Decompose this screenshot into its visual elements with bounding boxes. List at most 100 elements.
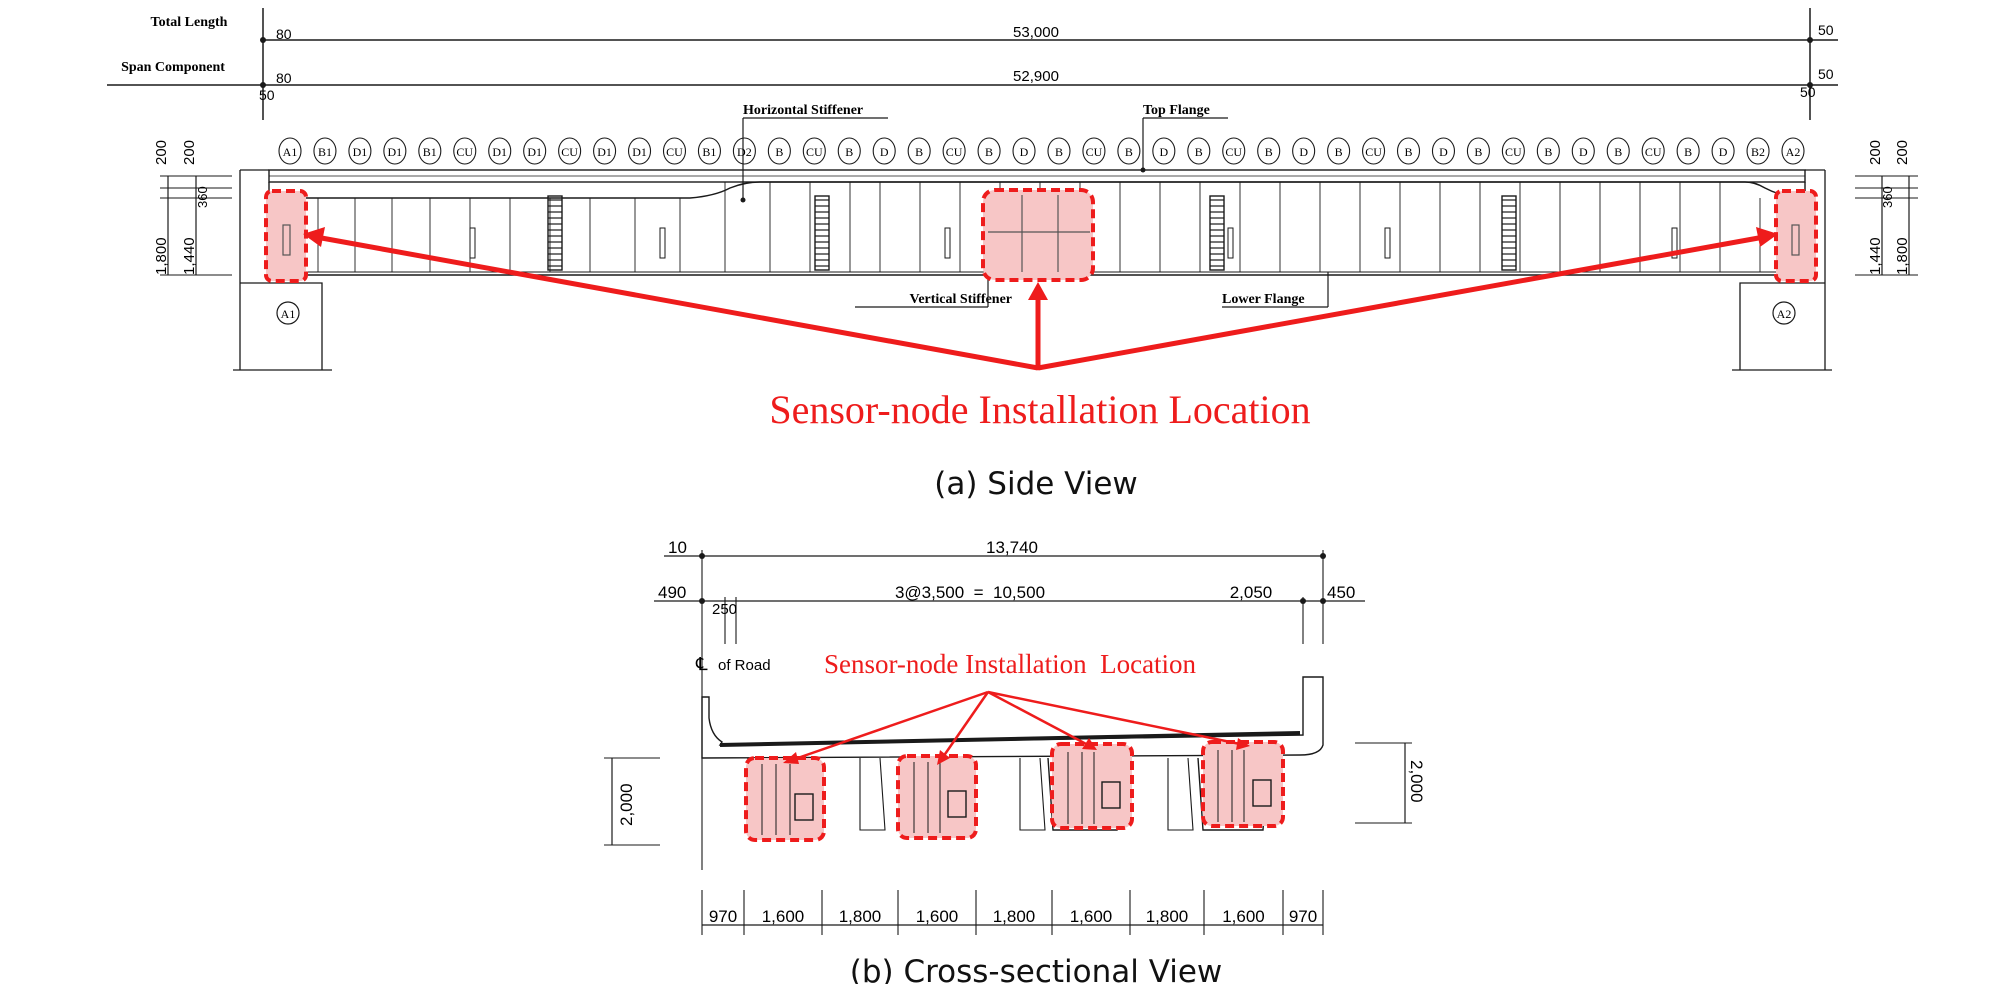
segment-marker <box>872 137 896 165</box>
segment-marker <box>1292 137 1316 165</box>
horizontal-stiffener-label: Horizontal Stiffener <box>743 103 863 118</box>
segment-marker <box>907 137 931 165</box>
left-dim-1800: 1,800 <box>153 237 170 275</box>
total-left-dim: 80 <box>276 26 292 42</box>
segment-label: CU <box>806 145 823 159</box>
vertical-stiffener-label: Vertical Stiffener <box>910 292 1013 307</box>
total-length-label: Total Length <box>151 15 228 30</box>
splice-plate <box>1209 195 1225 271</box>
segment-label: B2 <box>1751 145 1765 159</box>
splice-plates <box>469 195 1678 271</box>
bottom-dim-value: 970 <box>1289 907 1317 926</box>
segment-label: D2 <box>737 145 752 159</box>
segment-marker <box>1362 137 1386 165</box>
arrowhead-right <box>1756 227 1778 247</box>
top-flange-label: Top Flange <box>1143 103 1210 118</box>
cross-sensor-arrows <box>783 690 1250 765</box>
span-right-dim: 50 <box>1818 66 1834 82</box>
segment-marker <box>802 137 826 165</box>
bearing-stiffener <box>944 227 951 259</box>
bottom-dim-value: 1,600 <box>916 907 959 926</box>
bottom-dim-value: 1,800 <box>839 907 882 926</box>
left-dim-1440: 1,440 <box>181 237 198 275</box>
segment-label: D1 <box>492 145 507 159</box>
abutment-a2 <box>1739 170 1826 370</box>
segment-marker <box>1082 137 1106 165</box>
segment-marker <box>697 137 721 165</box>
deck-slab <box>701 676 1324 759</box>
segment-marker <box>348 137 372 165</box>
segment-marker <box>523 137 547 165</box>
segment-label: D <box>1299 145 1308 159</box>
segment-label: B <box>1614 145 1622 159</box>
right-dim-1800: 1,800 <box>1894 237 1911 275</box>
bottom-dim-value: 1,600 <box>1070 907 1113 926</box>
segment-label: A2 <box>1786 145 1801 159</box>
segment-marker <box>313 137 337 165</box>
sensor-zone-center <box>981 188 1095 282</box>
segment-label: B1 <box>318 145 332 159</box>
sensor-node-box <box>1101 781 1121 809</box>
bottom-dim-value: 1,600 <box>762 907 805 926</box>
right-dim-200-inner: 200 <box>1894 140 1911 165</box>
segment-label: D <box>1439 145 1448 159</box>
span-left-below-dim: 50 <box>259 87 275 103</box>
dim-tick <box>699 553 705 559</box>
dim-250: 250 <box>712 601 737 618</box>
left-dim-200-outer: 200 <box>153 140 170 165</box>
sensor-node-box <box>1252 779 1272 807</box>
side-sensor-highlights <box>264 188 1818 283</box>
side-sensor-label: Sensor-node Installation Location <box>769 387 1310 432</box>
arrowhead <box>937 750 950 765</box>
segment-label: B <box>845 145 853 159</box>
segment-marker <box>732 137 756 165</box>
segment-label: CU <box>1086 145 1103 159</box>
total-main-dim: 53,000 <box>1013 24 1059 41</box>
segment-label: D <box>1020 145 1029 159</box>
abutment-a1-label: A1 <box>281 307 296 321</box>
arrowhead-up <box>1028 282 1048 300</box>
dim-tick <box>260 37 266 43</box>
segment-marker <box>593 137 617 165</box>
bearing-stiffener <box>1384 227 1391 259</box>
segment-marker <box>767 137 791 165</box>
girder-web <box>1019 757 1046 831</box>
pavement-line <box>719 731 1301 747</box>
segment-marker <box>1117 137 1141 165</box>
segment-label: D <box>1579 145 1588 159</box>
segment-marker <box>1047 137 1071 165</box>
segment-marker <box>488 137 512 165</box>
dim-tick <box>1300 598 1306 604</box>
slab-outline <box>701 676 1324 759</box>
segment-label: CU <box>1365 145 1382 159</box>
segment-label: B <box>1405 145 1413 159</box>
segment-label: B <box>1684 145 1692 159</box>
dim-tick <box>260 82 266 88</box>
arrow-to-right-sensor <box>1037 234 1765 371</box>
sensor-zone-girder-1 <box>744 756 826 842</box>
bearing-stiffener <box>469 227 476 259</box>
lower-flange-label: Lower Flange <box>1222 292 1305 307</box>
segment-marker <box>977 137 1001 165</box>
splice-plate <box>814 195 830 271</box>
dim-490: 490 <box>658 583 686 602</box>
segment-label: B <box>1265 145 1273 159</box>
bottom-dim-value: 1,800 <box>1146 907 1189 926</box>
segment-marker <box>278 137 302 165</box>
segment-label: D1 <box>597 145 612 159</box>
segment-marker <box>383 137 407 165</box>
dim-2050: 2,050 <box>1230 583 1273 602</box>
segment-marker <box>1641 137 1665 165</box>
left-height-dims: 200 200 360 1,800 1,440 <box>153 140 232 276</box>
segment-marker <box>662 137 687 165</box>
segment-marker <box>1466 137 1490 165</box>
arrowhead <box>1082 738 1097 750</box>
cross-sensor-highlights <box>744 740 1285 842</box>
sensor-node-box <box>794 793 814 821</box>
segment-label: D <box>1719 145 1728 159</box>
of-road-label: of Road <box>718 657 771 674</box>
segment-marker <box>453 137 477 165</box>
sensor-node-icon <box>282 224 291 256</box>
segment-marker <box>837 137 861 165</box>
